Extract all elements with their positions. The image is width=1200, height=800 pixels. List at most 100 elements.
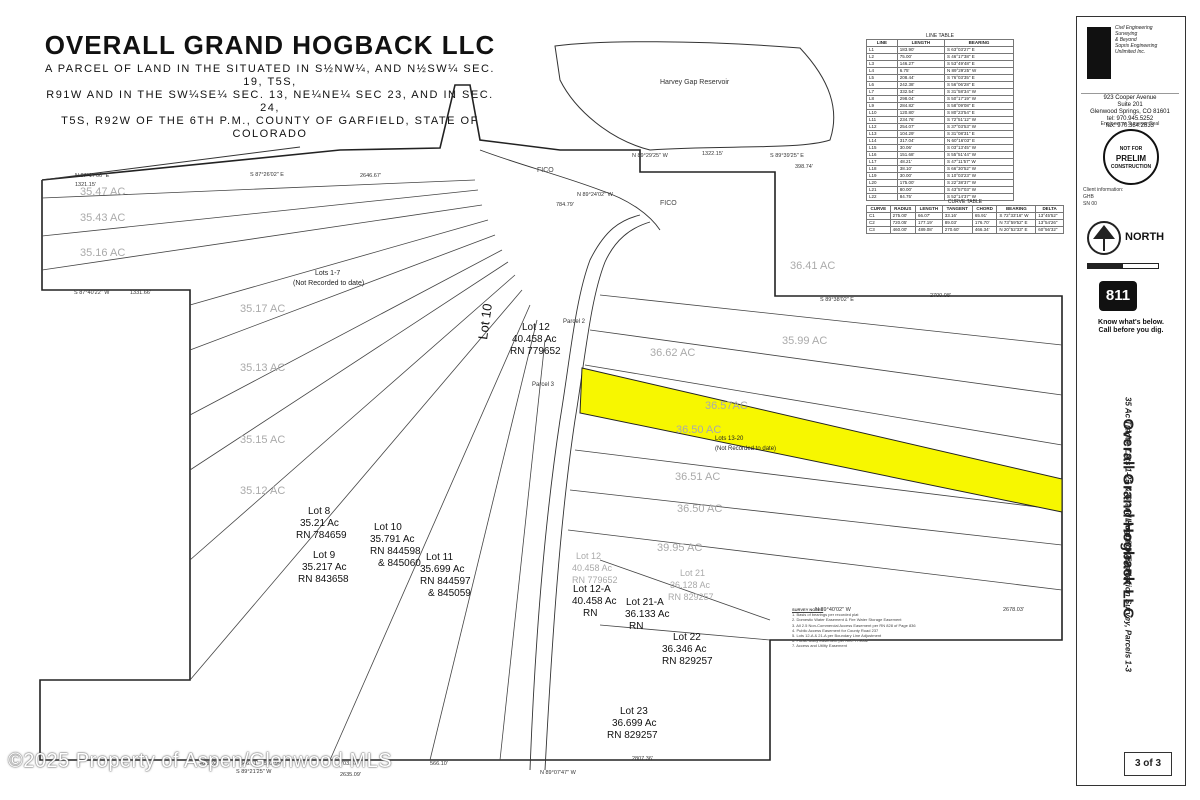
table-cell: 460.00' bbox=[889, 226, 916, 234]
lot10b-name: Lot 10 bbox=[374, 522, 402, 533]
lot12a-name: Lot 12-A bbox=[573, 584, 611, 595]
lot12-faint-name: Lot 12 bbox=[576, 551, 601, 561]
east-acreage: 39.95 AC bbox=[657, 542, 702, 554]
east-acreage: 36.51 AC bbox=[675, 471, 720, 483]
bearing-label: 1321.15' bbox=[75, 182, 96, 188]
bearing-label: N 89°24'02" W bbox=[577, 192, 614, 198]
table-cell: L4 bbox=[866, 67, 898, 75]
lots-13-20-note: Lots 13-20 bbox=[715, 436, 744, 442]
east-acreage: 36.57AC bbox=[705, 400, 748, 412]
table-cell: S 37°03'53" W bbox=[944, 123, 1014, 131]
west-acreage: 35.12 AC bbox=[240, 485, 285, 497]
lot9-acres: 35.217 Ac bbox=[302, 562, 346, 573]
table-cell: 80.00' bbox=[896, 186, 946, 194]
table-cell: L1 bbox=[866, 46, 898, 54]
table-cell: L9 bbox=[866, 102, 898, 110]
top-left-lines bbox=[41, 146, 301, 181]
table-cell: N 89°29'25" W bbox=[944, 67, 1014, 75]
table-cell: 146.27' bbox=[896, 60, 946, 68]
east-acreage: 36.50 AC bbox=[677, 503, 722, 515]
table-cell: C3 bbox=[866, 226, 891, 234]
curve-table: CURVE TABLE CURVE RADIUS LENGTH TANGENT … bbox=[866, 199, 1064, 234]
curve-col-header: LENGTH bbox=[914, 205, 943, 213]
table-cell: 177.19' bbox=[914, 219, 943, 227]
lot8-rn: RN 784659 bbox=[296, 530, 347, 541]
lot23-name: Lot 23 bbox=[620, 706, 648, 717]
reservoir-shape bbox=[554, 41, 835, 151]
lot12-faint-rn: RN 779652 bbox=[572, 575, 618, 585]
lot23-acres: 36.699 Ac bbox=[612, 718, 656, 729]
lots-1-7-note-sub: (Not Recorded to date) bbox=[293, 280, 364, 287]
table-cell: 48.21' bbox=[896, 158, 946, 166]
table-cell: 33.16' bbox=[941, 212, 973, 220]
title-block-panel: Civil Engineering Surveying & Beyond Sop… bbox=[1076, 16, 1186, 786]
outer-boundary bbox=[39, 84, 1063, 761]
call-811-icon: 811 bbox=[1099, 281, 1137, 311]
table-cell: S 66°30'52" W bbox=[944, 165, 1014, 173]
table-cell: 176.70' bbox=[971, 219, 998, 227]
table-cell: S 58°09'08" E bbox=[944, 102, 1014, 110]
table-cell: 89.03' bbox=[941, 219, 973, 227]
table-cell: S 76°03'35" E bbox=[944, 74, 1014, 82]
north-arrow-icon bbox=[1087, 221, 1121, 255]
table-cell: L11 bbox=[866, 116, 898, 124]
not-for-construction-seal: NOT FOR PRELIM CONSTRUCTION bbox=[1103, 129, 1159, 185]
lot12-block: Lot 12 40.458 Ac RN 779652 bbox=[510, 322, 561, 357]
plat-map: Harvey Gap Reservoir bbox=[39, 41, 1063, 778]
west-acreage: 35.13 AC bbox=[240, 362, 285, 374]
bearing-label: 2635.09' bbox=[340, 772, 361, 778]
lot12-rn: RN 779652 bbox=[510, 346, 561, 357]
table-cell: 75.00' bbox=[896, 53, 946, 61]
road-corridor bbox=[479, 149, 661, 771]
curve-col-header: CHORD bbox=[971, 205, 998, 213]
table-cell: 38.10' bbox=[896, 165, 946, 173]
lot21a-rn: RN bbox=[629, 621, 643, 632]
lot22-acres: 36.346 Ac bbox=[662, 644, 706, 655]
fico-label-2: FICO bbox=[660, 200, 677, 207]
table-cell: 284.82' bbox=[896, 102, 946, 110]
west-lot-lines bbox=[41, 179, 546, 761]
plat-title-block: OVERALL GRAND HOGBACK LLC A PARCEL OF LA… bbox=[40, 30, 500, 141]
fico-label-1: FICO bbox=[537, 167, 554, 174]
table-cell: 30.06' bbox=[896, 144, 946, 152]
bearing-label: 1331.66' bbox=[130, 290, 151, 296]
table-cell: S 50°17'19" W bbox=[944, 95, 1014, 103]
table-cell: S 03°13'45" W bbox=[944, 144, 1014, 152]
table-cell: L16 bbox=[866, 151, 898, 159]
table-cell: 13°45'52" bbox=[1035, 212, 1064, 220]
north-label: NORTH bbox=[1125, 231, 1165, 243]
table-cell: L13 bbox=[866, 130, 898, 138]
bearing-label: N 89°07'47" W bbox=[540, 770, 577, 776]
lot9-name: Lot 9 bbox=[313, 550, 336, 561]
bearing-label: S 87°40'22" W bbox=[74, 290, 110, 296]
table-cell: L8 bbox=[866, 95, 898, 103]
table-cell: L18 bbox=[866, 165, 898, 173]
bearing-label: 2700.08' bbox=[930, 293, 951, 299]
table-cell: S 31°08'31" E bbox=[944, 130, 1014, 138]
table-cell: S 80°23'54" E bbox=[944, 109, 1014, 117]
lot9-rn: RN 843658 bbox=[298, 574, 349, 585]
table-cell: L7 bbox=[866, 88, 898, 96]
table-cell: 720.05' bbox=[889, 219, 916, 227]
bearing-label: 1322.15' bbox=[702, 151, 723, 157]
table-cell: 489.08' bbox=[914, 226, 943, 234]
desc-line-1: A PARCEL OF LAND IN THE SITUATED IN S½NW… bbox=[44, 63, 495, 88]
table-cell: S 72°51'12" W bbox=[944, 116, 1014, 124]
survey-note-line: 5. Lots 12-A & 21-A per Boundary Line Ad… bbox=[792, 633, 882, 639]
bearing-label: S 89°39'25" E bbox=[770, 153, 804, 159]
parcel2-label: Parcel 2 bbox=[563, 319, 586, 325]
bearing-label: 2807.36' bbox=[632, 756, 653, 762]
table-cell: L12 bbox=[866, 123, 898, 131]
table-cell: 234.76' bbox=[896, 116, 946, 124]
